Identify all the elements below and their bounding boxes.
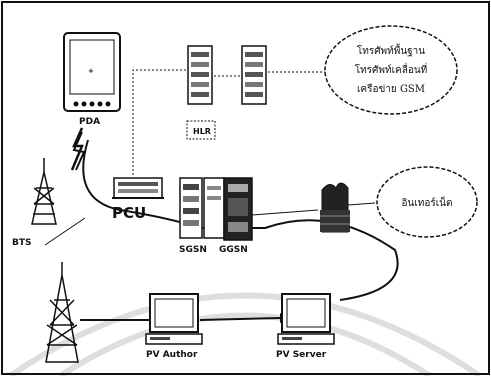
firewall-icon bbox=[320, 183, 350, 232]
pv-author-label: PV Author bbox=[146, 350, 198, 360]
pv-server-label: PV Server bbox=[276, 350, 327, 360]
callout-top-line2: โทรศัพท์เคลื่อนที่ bbox=[355, 62, 428, 76]
pda-device[interactable]: + bbox=[64, 33, 120, 111]
hlr-label: HLR bbox=[193, 127, 211, 136]
server-1 bbox=[188, 46, 212, 104]
bts-label: BTS bbox=[12, 238, 31, 248]
sgsn-device bbox=[180, 178, 224, 238]
server-2 bbox=[242, 46, 266, 104]
bts-tower-icon bbox=[32, 158, 56, 224]
callout-internet-label: อินเทอร์เน็ต bbox=[402, 195, 453, 209]
pda-label: PDA bbox=[79, 117, 100, 127]
sgsn-label: SGSN bbox=[179, 245, 207, 255]
pv-author-computer bbox=[146, 294, 202, 344]
callout-top-line1: โทรศัพท์พื้นฐาน bbox=[357, 43, 425, 57]
ggsn-device bbox=[224, 178, 252, 240]
pv-server-computer bbox=[278, 294, 334, 344]
watermark bbox=[10, 296, 480, 376]
pcu-label: PCU bbox=[112, 204, 146, 222]
svg-text:+: + bbox=[88, 67, 94, 75]
ggsn-label: GGSN bbox=[219, 245, 248, 255]
pcu-device bbox=[112, 178, 164, 198]
callout-top-line3: เครือข่าย GSM bbox=[357, 83, 425, 95]
